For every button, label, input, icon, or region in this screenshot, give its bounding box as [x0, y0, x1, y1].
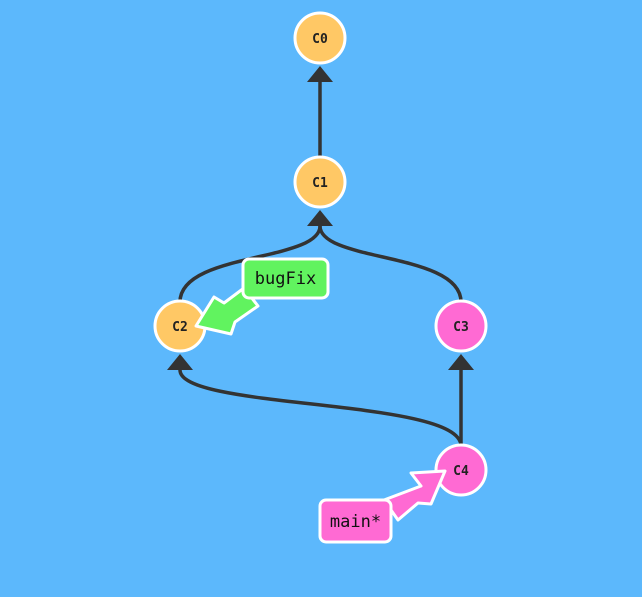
branch-main-arrow [382, 469, 447, 522]
commit-circle [293, 155, 347, 209]
edge-c3-c1 [318, 225, 463, 303]
branch-main[interactable]: main* [318, 469, 447, 544]
branch-main-label-box [318, 498, 393, 544]
edge-c4-c3-arrowhead [448, 354, 474, 370]
branch-bugfix[interactable]: bugFix [194, 257, 330, 336]
commit-label: C2 [172, 320, 188, 335]
commit-node-c0[interactable]: C0 [293, 11, 347, 65]
edge-c4-c2-arrowhead [167, 354, 193, 370]
commit-label: C3 [453, 320, 469, 335]
commit-node-c1[interactable]: C1 [293, 155, 347, 209]
branch-bugfix-arrow [194, 286, 260, 336]
commit-node-c4[interactable]: C4 [434, 443, 488, 497]
commit-circle [434, 443, 488, 497]
commit-circle [434, 299, 488, 353]
commit-label: C4 [453, 464, 469, 479]
edge-c1-arrowhead [307, 210, 333, 226]
edge-c4-c2 [178, 369, 463, 447]
commit-label: C1 [312, 176, 328, 191]
edges [167, 66, 474, 447]
commit-label: C0 [312, 32, 328, 47]
branch-main-label: main* [330, 512, 381, 532]
commit-circle [293, 11, 347, 65]
edge-c1-c0-arrowhead [307, 66, 333, 82]
branch-bugfix-label: bugFix [255, 269, 316, 289]
branch-bugfix-label-box [241, 257, 330, 300]
commit-node-c3[interactable]: C3 [434, 299, 488, 353]
